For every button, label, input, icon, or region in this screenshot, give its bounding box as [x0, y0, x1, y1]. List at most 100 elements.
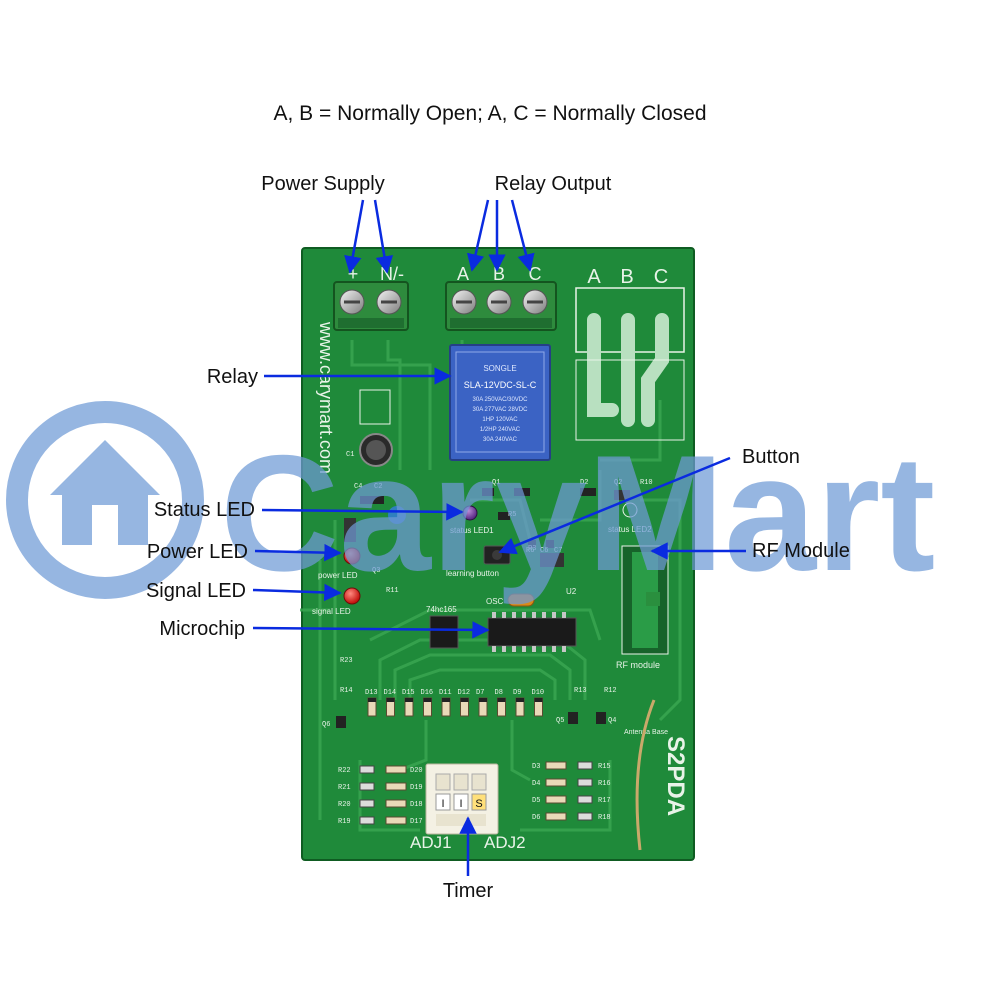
- terminal-plus-label: +: [348, 264, 359, 284]
- terminal-a-label: A: [457, 264, 469, 284]
- small-components: C4 C2 R5 D2 Q2 R10 Q1 R6 C6 C7 Q3 R11: [344, 479, 653, 595]
- rf-module-silk: RF module: [616, 660, 660, 670]
- carymart-watermark: CaryMart: [6, 401, 935, 605]
- terminal-neutral-label: N/-: [380, 264, 404, 284]
- oscillator: OSC U2: [486, 587, 577, 607]
- r11-label: R11: [386, 587, 399, 595]
- relay-spec: 1/2HP 240VAC: [480, 427, 521, 433]
- diode: D16: [421, 689, 434, 717]
- rf-module-label: RF Module: [752, 540, 850, 562]
- pad-a-label: A: [587, 266, 601, 288]
- contact-note: A, B = Normally Open; A, C = Normally Cl…: [274, 102, 707, 125]
- u2-silk: U2: [566, 587, 577, 596]
- diode: D13: [365, 689, 378, 717]
- relay-spec: 30A 250VAC/30VDC: [473, 397, 529, 403]
- diode-label: D8: [495, 689, 503, 697]
- d2-label: D2: [580, 479, 588, 487]
- power-supply-label: Power Supply: [261, 173, 384, 195]
- diode-label: D18: [410, 801, 423, 809]
- diode: D10: [532, 689, 545, 717]
- relay-brand: SONGLE: [483, 364, 516, 373]
- pad-c-label: C: [654, 266, 668, 288]
- power-terminal-block: + N/-: [333, 264, 409, 331]
- power-led-label: Power LED: [147, 541, 248, 563]
- r12-label: R12: [604, 687, 617, 695]
- q1-label: Q1: [492, 479, 500, 487]
- adj1-silk: ADJ1: [410, 833, 452, 852]
- relay-spec: 30A 277VAC 28VDC: [473, 407, 529, 413]
- q5-label: Q5: [556, 717, 564, 725]
- diode-label: D10: [532, 689, 545, 697]
- osc-silk: OSC: [486, 597, 504, 606]
- power-led: power LED: [318, 547, 361, 580]
- adj2-silk: ADJ2: [484, 833, 526, 852]
- status-led-label: Status LED: [154, 499, 255, 521]
- relay-label: Relay: [207, 366, 258, 388]
- diode-label: D16: [421, 689, 434, 697]
- electrolytic-capacitor: C1: [346, 389, 393, 467]
- q6-label: Q6: [322, 721, 330, 729]
- learning-button-silk: learning button: [446, 569, 499, 578]
- arrow-power-led: [254, 543, 342, 562]
- microchip-label: Microchip: [159, 618, 245, 640]
- diode-label: D9: [513, 689, 521, 697]
- q2-label: Q2: [614, 479, 622, 487]
- relay-output-terminal-block: A B C: [445, 264, 557, 331]
- diode-label: D13: [365, 689, 378, 697]
- arrow-status-led: [261, 503, 464, 521]
- diode-label: D17: [410, 818, 423, 826]
- c1-label: C1: [346, 451, 354, 459]
- status-led-2: status LED2: [608, 502, 652, 534]
- r23-label: R23: [340, 657, 353, 665]
- diode-label: D11: [439, 689, 452, 697]
- watermark-brand: CaryMart: [220, 421, 935, 605]
- resistor-label: R21: [338, 784, 351, 792]
- arrow-relay-a: [466, 199, 490, 272]
- status-led1-silk: status LED1: [450, 526, 494, 535]
- resistor-label: R18: [598, 814, 611, 822]
- status-led2-silk: status LED2: [608, 525, 652, 534]
- resistor-diode-pair: R21 D19: [338, 782, 423, 792]
- r3-label: R3: [528, 545, 536, 553]
- diode-label: D14: [384, 689, 397, 697]
- arrow-relay-c: [510, 199, 535, 272]
- button-label: Button: [742, 446, 800, 468]
- diode-label: D12: [458, 689, 471, 697]
- house-icon: [50, 440, 160, 545]
- c7-label: C7: [554, 547, 562, 555]
- arrow-power-neutral: [373, 199, 394, 274]
- antenna-base-silk: Antenna Base: [624, 729, 668, 736]
- c6-label: C6: [540, 547, 548, 555]
- signal-led-label: Signal LED: [146, 580, 246, 602]
- arrow-power-plus: [344, 199, 365, 274]
- resistor-label: R17: [598, 797, 611, 805]
- rf-module: RF module Antenna Base: [616, 545, 669, 851]
- model-silkscreen: S2PDA: [662, 736, 689, 816]
- logo-ring-icon: [6, 401, 204, 599]
- relay: SONGLE SLA-12VDC-SL-C 30A 250VAC/30VDC 3…: [449, 344, 551, 461]
- timer-dip-switch: I I S: [425, 763, 499, 835]
- pcb-traces: [300, 340, 682, 832]
- r5-label: R5: [508, 511, 516, 519]
- resistor-label: R16: [598, 780, 611, 788]
- signal-led: signal LED: [312, 587, 361, 616]
- chip-label: 74hc165: [426, 605, 457, 614]
- signal-led-silk: signal LED: [312, 607, 351, 616]
- arrow-signal-led: [252, 583, 342, 602]
- resistor-label: R15: [598, 763, 611, 771]
- pcb-board: www.carymart.com + N/- A B C: [300, 247, 695, 861]
- antenna-wire: [635, 699, 656, 851]
- diode-label: D19: [410, 784, 423, 792]
- diode: D15: [402, 689, 415, 717]
- terminal-b-label: B: [493, 264, 505, 284]
- relay-spec: 30A 240VAC: [483, 437, 518, 443]
- diode: D11: [439, 689, 452, 717]
- c4-label: C4: [354, 483, 362, 491]
